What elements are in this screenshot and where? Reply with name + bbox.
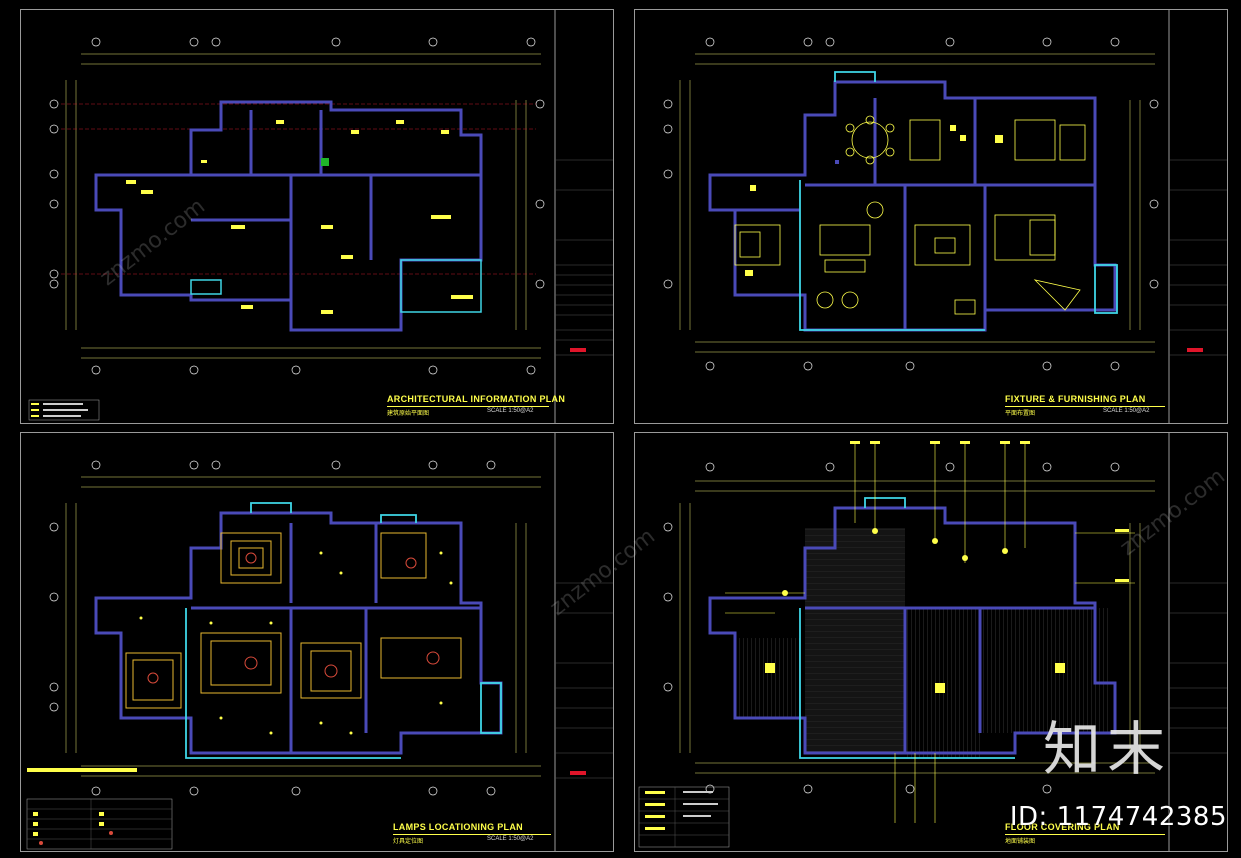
sheet-scale: SCALE 1:50@A2 xyxy=(487,408,534,414)
sheet-subtitle: 平面布置图 xyxy=(1005,411,1036,417)
title-underline xyxy=(393,834,551,835)
sheet-architectural-plan[interactable]: ARCHITECTURAL INFORMATION PLAN 建筑原始平面图 S… xyxy=(20,9,614,424)
plan-drawing-furnishing xyxy=(663,10,1227,423)
sheet-floor-plan[interactable]: FLOOR COVERING PLAN 地面铺装图 xyxy=(634,432,1228,852)
sheet-lamps-plan[interactable]: LAMPS LOCATIONING PLAN 灯具定位图 SCALE 1:50@… xyxy=(20,432,614,852)
sheet-subtitle: 建筑原始平面图 xyxy=(387,411,430,417)
sheet-subtitle: 地面铺装图 xyxy=(1005,839,1036,845)
sheet-title: ARCHITECTURAL INFORMATION PLAN xyxy=(387,394,566,404)
sheet-title: FLOOR COVERING PLAN xyxy=(1005,822,1120,832)
watermark-logo: 知末 xyxy=(1042,715,1171,783)
plan-drawing-architectural xyxy=(28,10,613,423)
title-underline xyxy=(1005,406,1165,407)
title-underline xyxy=(387,406,549,407)
plan-drawing-floor xyxy=(638,433,1227,851)
sheet-scale: SCALE 1:50@A2 xyxy=(487,836,534,842)
sheet-title: FIXTURE & FURNISHING PLAN xyxy=(1005,394,1146,404)
sheet-subtitle: 灯具定位图 xyxy=(393,839,424,845)
title-underline xyxy=(1005,834,1165,835)
plan-drawing-lamps xyxy=(26,433,613,851)
sheet-furnishing-plan[interactable]: FIXTURE & FURNISHING PLAN 平面布置图 SCALE 1:… xyxy=(634,9,1228,424)
watermark-id: ID: 1174742385 xyxy=(1009,802,1227,832)
sheet-scale: SCALE 1:50@A2 xyxy=(1103,408,1150,414)
sheet-title: LAMPS LOCATIONING PLAN xyxy=(393,822,523,832)
